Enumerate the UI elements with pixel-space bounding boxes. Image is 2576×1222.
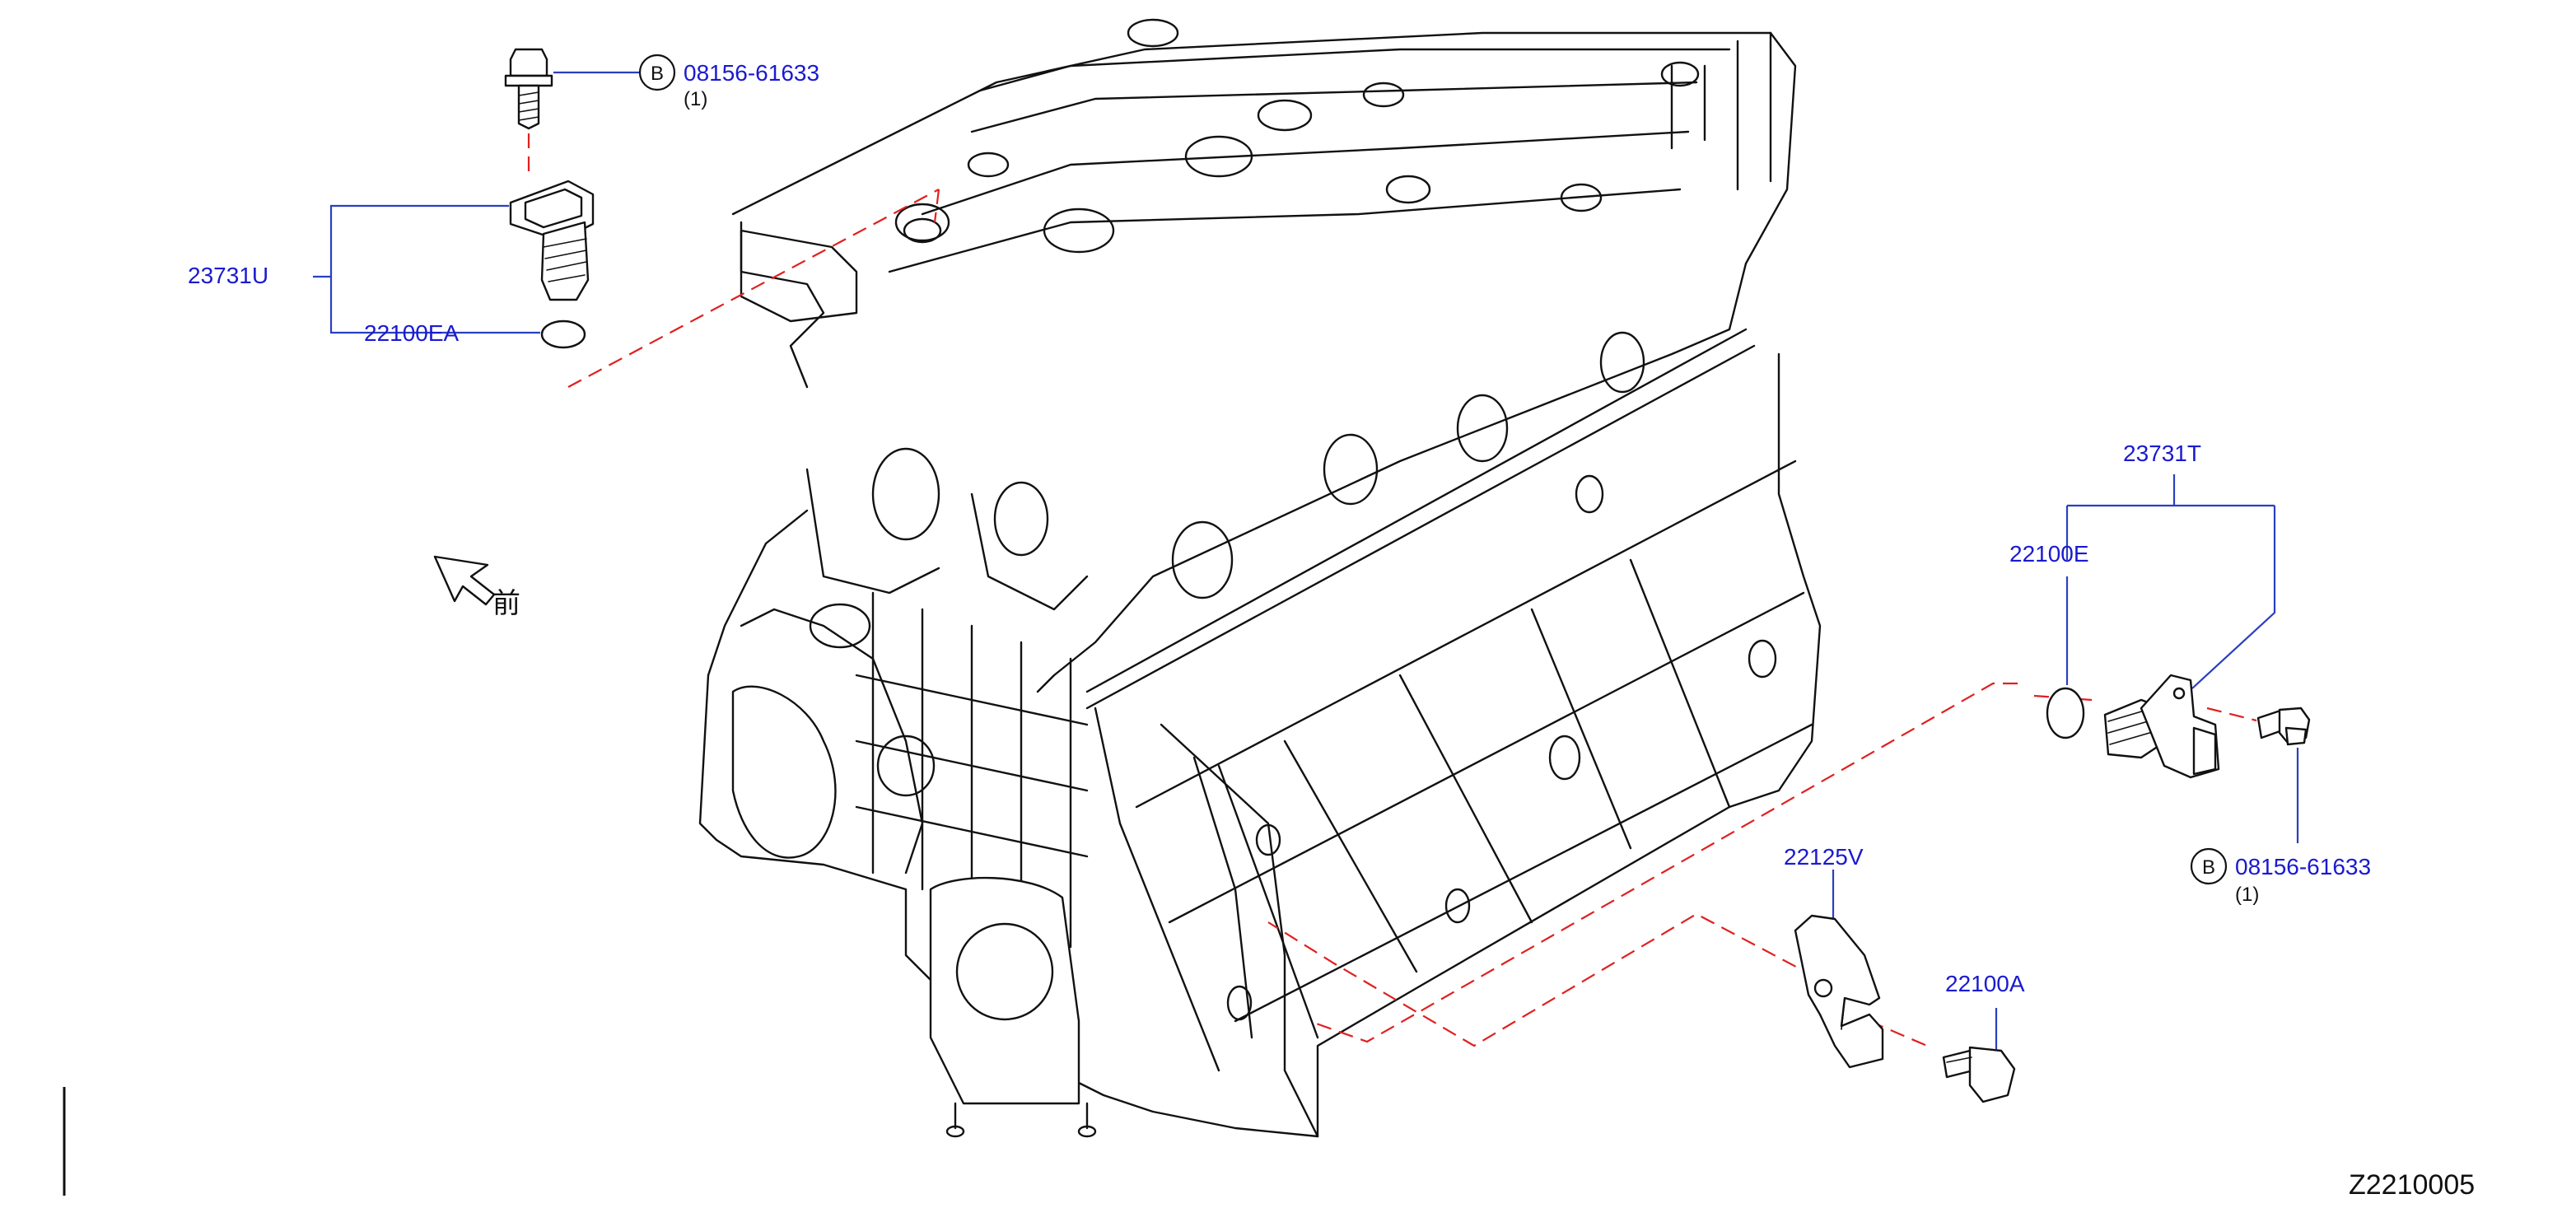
bolt-marker-right-letter: B [2202, 856, 2215, 879]
part-number-oring-right[interactable]: 22100E [2009, 541, 2089, 567]
engine-block-drawing [698, 18, 1822, 1138]
assembly-dash-lines [527, 133, 2257, 1047]
drawing-number: Z2210005 [2349, 1169, 2475, 1201]
part-number-oring-top[interactable]: 22100EA [364, 320, 460, 346]
cam-sensor-top-assembly [313, 48, 639, 349]
bolt-marker-top-icon: B [638, 54, 676, 91]
cam-sensor-right-icon [2103, 674, 2220, 779]
front-direction-arrow-icon [433, 555, 496, 606]
bracket-icon [1794, 914, 1884, 1069]
part-number-sensor-right[interactable]: 23731T [2123, 441, 2201, 466]
oring-top-icon [540, 319, 586, 349]
part-number-bolt-bracket[interactable]: 22100A [1945, 971, 2025, 996]
cam-sensor-top-icon [509, 180, 595, 301]
part-number-sensor-top[interactable]: 23731U [188, 263, 268, 288]
bolt-bracket-icon [1942, 1046, 2016, 1103]
front-label: 前 [492, 587, 520, 620]
bolt-right-icon [2256, 707, 2311, 746]
part-number-bracket[interactable]: 22125V [1784, 844, 1864, 870]
oring-right-icon [2046, 687, 2085, 739]
qty-bolt-right: (1) [2235, 884, 2259, 906]
bolt-marker-top-letter: B [651, 63, 664, 85]
bolt-top-icon [504, 48, 553, 130]
part-number-bolt-right[interactable]: 08156-61633 [2235, 854, 2371, 879]
cam-sensor-right-assembly [2046, 474, 2311, 843]
bracket-assembly [1794, 870, 2016, 1103]
qty-bolt-top: (1) [684, 88, 707, 110]
part-number-bolt-top[interactable]: 08156-61633 [684, 60, 819, 86]
bolt-marker-right-icon: B [2190, 847, 2228, 885]
